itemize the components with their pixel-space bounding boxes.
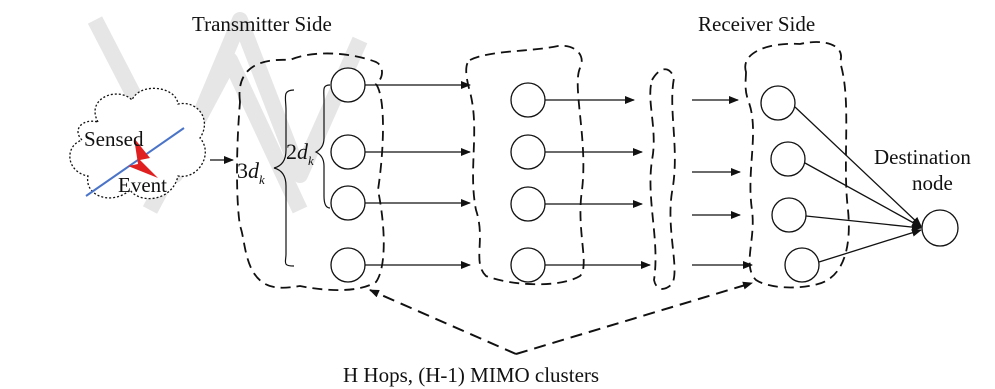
c2-node-1 <box>510 82 546 118</box>
event-text-event: Event <box>118 173 167 197</box>
hops-arrow-right <box>515 281 753 355</box>
cluster-transmitter <box>236 52 385 291</box>
destination-node <box>921 209 959 247</box>
hops-caption: H Hops, (H-1) MIMO clusters <box>343 363 599 387</box>
dest-arrow <box>818 228 922 263</box>
c2-node-3 <box>510 186 546 222</box>
destination-label-line1: Destination <box>874 145 971 169</box>
hops-arrow-left <box>369 289 517 355</box>
destination-label-line2: node <box>912 171 953 195</box>
rx-node-4 <box>784 247 820 283</box>
brace-2dk <box>314 84 331 209</box>
sensed-event-cloud: Sensed Event <box>69 87 206 200</box>
rx-node-3 <box>771 197 807 233</box>
event-text-sensed: Sensed <box>84 127 144 151</box>
event-diagonal-line <box>85 127 185 197</box>
tx-node-4 <box>330 247 366 283</box>
dest-arrow <box>804 162 922 228</box>
transmitter-side-label: Transmitter Side <box>192 12 332 36</box>
cluster-2 <box>465 44 585 286</box>
dest-arrow <box>805 215 922 232</box>
cluster-3 <box>649 68 676 290</box>
dest-arrow <box>794 106 922 227</box>
lightning-icon <box>128 138 158 178</box>
c2-node-2 <box>510 134 546 170</box>
c2-node-4 <box>510 247 546 283</box>
distance-label-3dk: 3dk <box>237 158 265 187</box>
tx-node-2 <box>330 134 366 170</box>
distance-label-2dk: 2dk <box>286 139 314 168</box>
tx-node-3 <box>330 185 366 221</box>
tx-node-1 <box>330 67 366 103</box>
rx-node-1 <box>760 85 796 121</box>
rx-node-2 <box>770 141 806 177</box>
brace-3dk <box>273 89 295 267</box>
receiver-side-label: Receiver Side <box>698 12 815 36</box>
